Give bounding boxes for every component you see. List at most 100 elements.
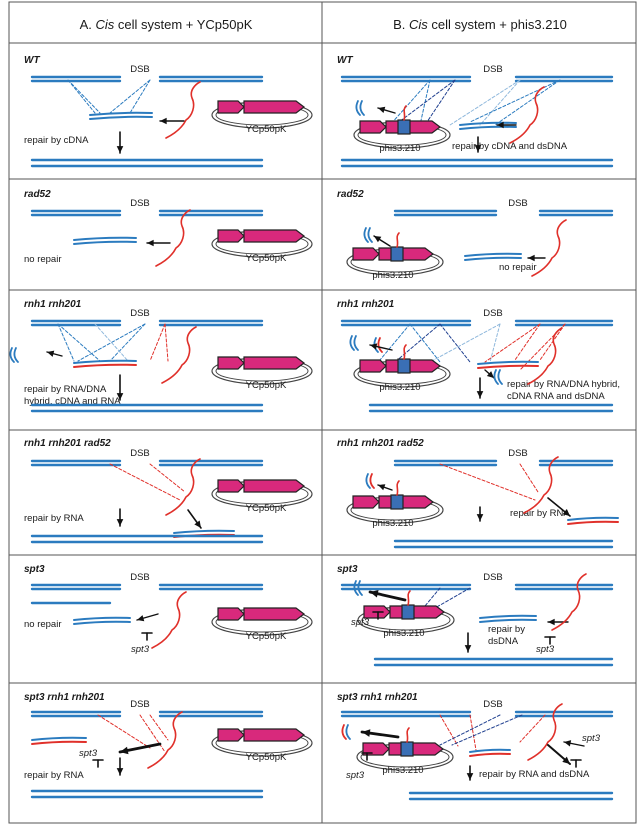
gene-arrow <box>217 728 245 742</box>
plasmid-label: phis3.210 <box>383 628 424 639</box>
outcome-text: repair by cDNA and dsDNA <box>452 141 568 152</box>
plasmid-label: YCp50pK <box>246 503 287 514</box>
dsb-label: DSB <box>508 198 528 209</box>
outcome-text: repair by RNA/DNA hybrid, <box>507 379 620 390</box>
rna-transcript <box>523 456 559 514</box>
cdna-strand <box>567 516 619 521</box>
arrowhead <box>47 350 55 357</box>
plasmid-label: phis3.210 <box>379 143 420 154</box>
cdna-strand <box>479 618 537 623</box>
row-label-rnh-rad52-b: rnh1 rnh201 rad52 <box>337 438 424 449</box>
homology-line <box>97 714 151 749</box>
gene-arrow <box>243 479 305 493</box>
released-strand <box>355 100 361 116</box>
homology-line <box>149 323 166 362</box>
released-strand <box>367 227 373 243</box>
rna-transcript <box>151 591 187 649</box>
row-label-rad52-b: rad52 <box>337 189 364 200</box>
homology-line <box>57 323 101 362</box>
row-label-rnh-rad52-a: rnh1 rnh201 rad52 <box>24 438 111 449</box>
marker-box <box>390 246 404 262</box>
row-label-rnh-b: rnh1 rnh201 <box>337 299 395 310</box>
homology-line <box>519 714 546 743</box>
dsb-label: DSB <box>130 198 150 209</box>
gene-arrow <box>217 607 245 621</box>
released-strand <box>493 369 499 385</box>
released-strand <box>365 473 371 489</box>
cdna-strand <box>173 529 235 534</box>
plasmid-transcript <box>403 105 407 121</box>
rna-transcript <box>147 711 183 769</box>
homology-line <box>469 79 561 123</box>
arrowhead <box>116 146 124 153</box>
arrowhead <box>160 117 167 125</box>
gene-arrow <box>378 247 434 261</box>
homology-line <box>469 714 477 751</box>
homology-line <box>109 79 151 114</box>
cdna-strand <box>89 111 153 116</box>
row-label-wt-a: WT <box>24 55 40 66</box>
cdna-strand <box>464 256 522 261</box>
gene-arrow <box>243 229 305 243</box>
homology-line <box>389 79 431 126</box>
homology-line <box>479 79 521 126</box>
rna-transcript <box>527 327 563 385</box>
rna-transcript <box>165 458 201 516</box>
homology-line <box>57 323 75 362</box>
spt3-label: spt3 <box>131 644 150 655</box>
rna-transcript <box>155 209 191 267</box>
arrowhead <box>486 371 494 378</box>
homology-line <box>439 714 459 747</box>
homology-line <box>67 79 101 114</box>
homology-line <box>439 463 536 501</box>
plasmid-label: phis3.210 <box>372 270 413 281</box>
arrowhead <box>116 768 124 775</box>
outcome-text: repair by RNA <box>24 513 84 524</box>
homology-line <box>67 79 96 114</box>
arrowhead <box>474 145 482 152</box>
arrowhead <box>370 343 378 350</box>
homology-line <box>109 463 181 501</box>
homology-line <box>149 714 169 741</box>
released-strand <box>359 100 365 116</box>
plasmid-label: YCp50pK <box>246 253 287 264</box>
gene-arrow <box>388 742 444 756</box>
arrowhead <box>378 106 386 113</box>
homology-line <box>449 79 521 126</box>
gene-arrow <box>359 359 387 373</box>
cdna-strand <box>459 125 517 130</box>
gene-arrow <box>243 607 305 621</box>
released-strand <box>353 580 359 596</box>
arrowhead <box>476 514 484 521</box>
row-label-rad52-a: rad52 <box>24 189 51 200</box>
column-a-title: A. Cis cell system + YCp50pK <box>80 17 253 32</box>
released-strand <box>357 580 363 596</box>
plasmid-label: YCp50pK <box>246 752 287 763</box>
gene-arrow <box>217 356 245 370</box>
cdna-strand <box>73 616 131 621</box>
gene-arrow <box>352 247 380 261</box>
row-label-spt3-a: spt3 <box>24 564 45 575</box>
cdna-strand <box>73 359 137 364</box>
cdna-strand <box>73 236 137 241</box>
dsb-label: DSB <box>483 308 503 319</box>
arrowhead <box>116 519 124 526</box>
row-label-spt3-rnh-a: spt3 rnh1 rnh201 <box>24 692 105 703</box>
outcome-text: no repair <box>499 262 537 273</box>
outcome-text: repair by RNA <box>24 770 84 781</box>
arrowhead <box>466 773 474 780</box>
spt3-label: spt3 <box>582 733 601 744</box>
homology-line <box>439 714 501 746</box>
released-strand <box>353 335 359 351</box>
rna-transcript <box>509 86 545 144</box>
cdna-strand <box>477 360 539 365</box>
plasmid-label: phis3.210 <box>372 518 413 529</box>
dsb-label: DSB <box>483 572 503 583</box>
cdna-strand <box>73 240 137 245</box>
marker-box <box>401 604 415 620</box>
homology-line <box>109 323 146 362</box>
rna-transcript <box>527 703 563 761</box>
marker-box <box>397 119 411 135</box>
dsb-label: DSB <box>130 64 150 75</box>
released-strand <box>377 337 383 353</box>
